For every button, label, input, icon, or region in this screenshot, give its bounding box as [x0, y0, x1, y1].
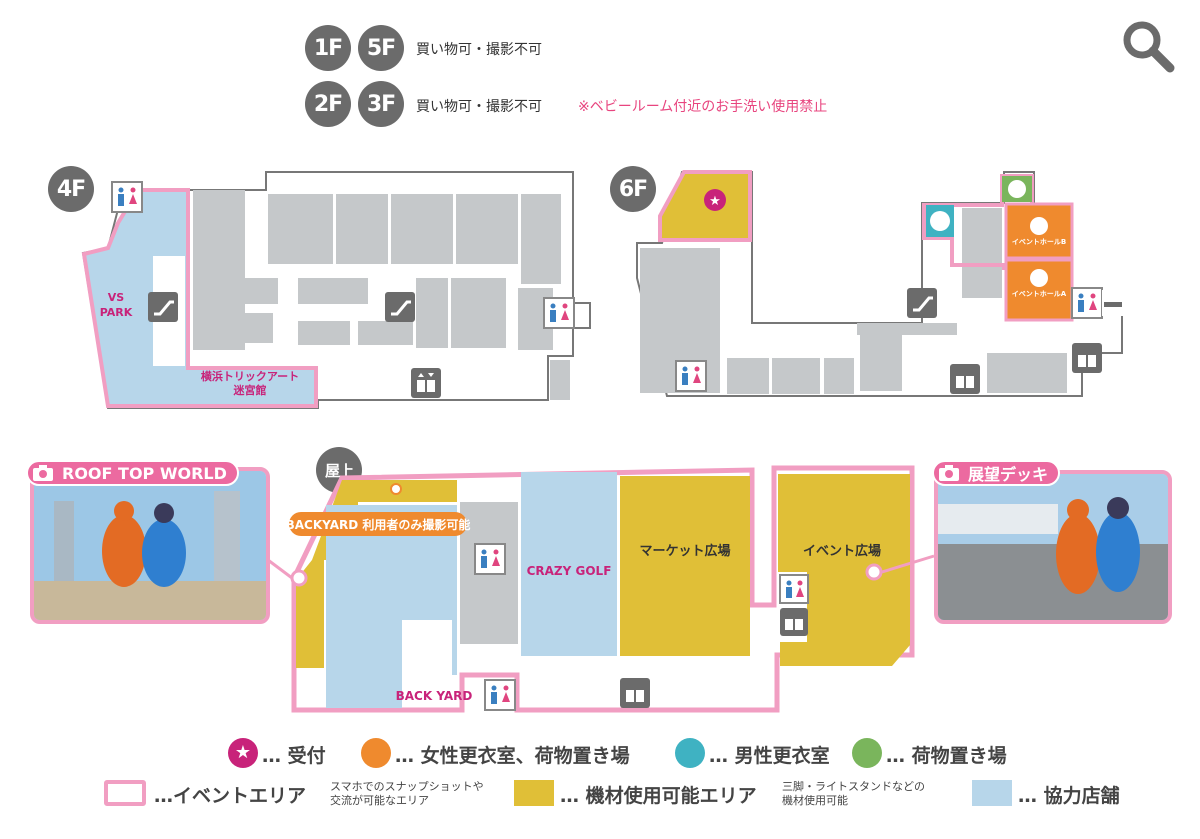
legend-swatch-equipment-area: [514, 780, 554, 806]
market-label: マーケット広場: [639, 543, 730, 559]
restroom-icon: [111, 181, 143, 213]
backyard-note-pill: BACKYARD 利用者のみ撮影可能: [286, 512, 470, 536]
vs-park-label: PARK: [100, 306, 133, 319]
search-icon[interactable]: [1118, 16, 1178, 76]
trick-art-label: 迷宮館: [233, 383, 267, 397]
crazy-golf-label: CRAZY GOLF: [527, 564, 612, 578]
legend-male-room: … 男性更衣室: [709, 745, 830, 767]
rooftop-photo: [30, 467, 270, 624]
legend-partner-store: … 協力店舗: [1018, 785, 1120, 807]
svg-text:★: ★: [709, 194, 721, 209]
reception-icon: [704, 189, 726, 211]
floor-map-6f: イベントホールB イベントホールA ★: [636, 170, 1127, 397]
escalator-icon: [385, 292, 415, 322]
legend-female-room: … 女性更衣室、荷物置き場: [395, 745, 630, 767]
trick-art-label: 横浜トリックアート: [201, 369, 299, 383]
floor-map-4f: VS PARK 横浜トリックアート 迷宮館: [81, 171, 591, 409]
restroom-icon: [484, 679, 516, 711]
legend-equipment-area: … 機材使用可能エリア: [560, 785, 757, 807]
restroom-icon: [1071, 287, 1103, 319]
elevator-icon: [950, 364, 980, 394]
rooftop-photo-title-text: ROOF TOP WORLD: [62, 463, 227, 483]
event-plaza-label: イベント広場: [803, 543, 881, 559]
legend-event-area: …イベントエリア: [154, 785, 307, 807]
rule-text-1f-5f: 買い物可・撮影不可: [416, 42, 542, 58]
restroom-icon: [543, 297, 575, 329]
camera-icon: [33, 465, 53, 481]
rule-note-babyroom: ※ベビールーム付近のお手洗い使用禁止: [578, 99, 828, 115]
rooftop-photo-title: ROOF TOP WORLD: [26, 460, 239, 486]
restroom-icon: [474, 543, 506, 575]
legend-swatch-partner-store: [972, 780, 1012, 806]
camera-icon: [939, 465, 959, 481]
female-dressing-room-icon: [361, 738, 391, 768]
event-hall-b-label: イベントホールB: [1012, 238, 1066, 246]
luggage-icon: [1008, 180, 1026, 198]
floor-badge-6f: 6F: [610, 166, 656, 212]
restroom-icon: [779, 574, 809, 604]
elevator-icon: [620, 678, 650, 708]
legend-reception: … 受付: [262, 745, 326, 767]
floor-badge-3f: 3F: [358, 81, 404, 127]
female-dressing-room-icon: [1030, 269, 1048, 287]
legend-swatch-event-area: [104, 780, 146, 806]
observation-deck-photo-title-text: 展望デッキ: [968, 465, 1049, 484]
smoking-icon: [1102, 290, 1127, 316]
floor-badge-1f: 1F: [305, 25, 351, 71]
elevator-icon: [780, 608, 808, 636]
legend-luggage: … 荷物置き場: [886, 745, 1007, 767]
reception-icon: ★: [228, 738, 258, 768]
escalator-icon: [148, 292, 178, 322]
elevator-icon: [411, 368, 441, 398]
female-dressing-room-icon: [1030, 217, 1048, 235]
observation-deck-photo: [934, 470, 1172, 624]
rule-text-2f-3f: 買い物可・撮影不可: [416, 99, 542, 115]
male-dressing-room-icon: [675, 738, 705, 768]
legend-equipment-note: 三脚・ライトスタンドなどの 機材使用可能: [782, 780, 925, 807]
escalator-icon: [907, 288, 937, 318]
vs-park-label: VS: [108, 291, 125, 304]
male-dressing-room-icon: [930, 211, 950, 231]
floor-map-rooftop: CRAZY GOLF マーケット広場 イベント広場 BACK YARD: [290, 465, 915, 713]
legend-event-area-note: スマホでのスナップショットや 交流が可能なエリア: [330, 780, 484, 807]
luggage-icon: [852, 738, 882, 768]
back-yard-label: BACK YARD: [396, 689, 473, 703]
floor-badge-5f: 5F: [358, 25, 404, 71]
vs-park-area: [81, 188, 318, 408]
restroom-icon: [675, 360, 707, 392]
observation-deck-photo-title: 展望デッキ: [932, 460, 1061, 486]
elevator-icon: [1072, 343, 1102, 373]
floor-badge-2f: 2F: [305, 81, 351, 127]
reception-area: [658, 170, 752, 242]
event-hall-a-label: イベントホールA: [1012, 290, 1067, 298]
floor-badge-4f: 4F: [48, 166, 94, 212]
